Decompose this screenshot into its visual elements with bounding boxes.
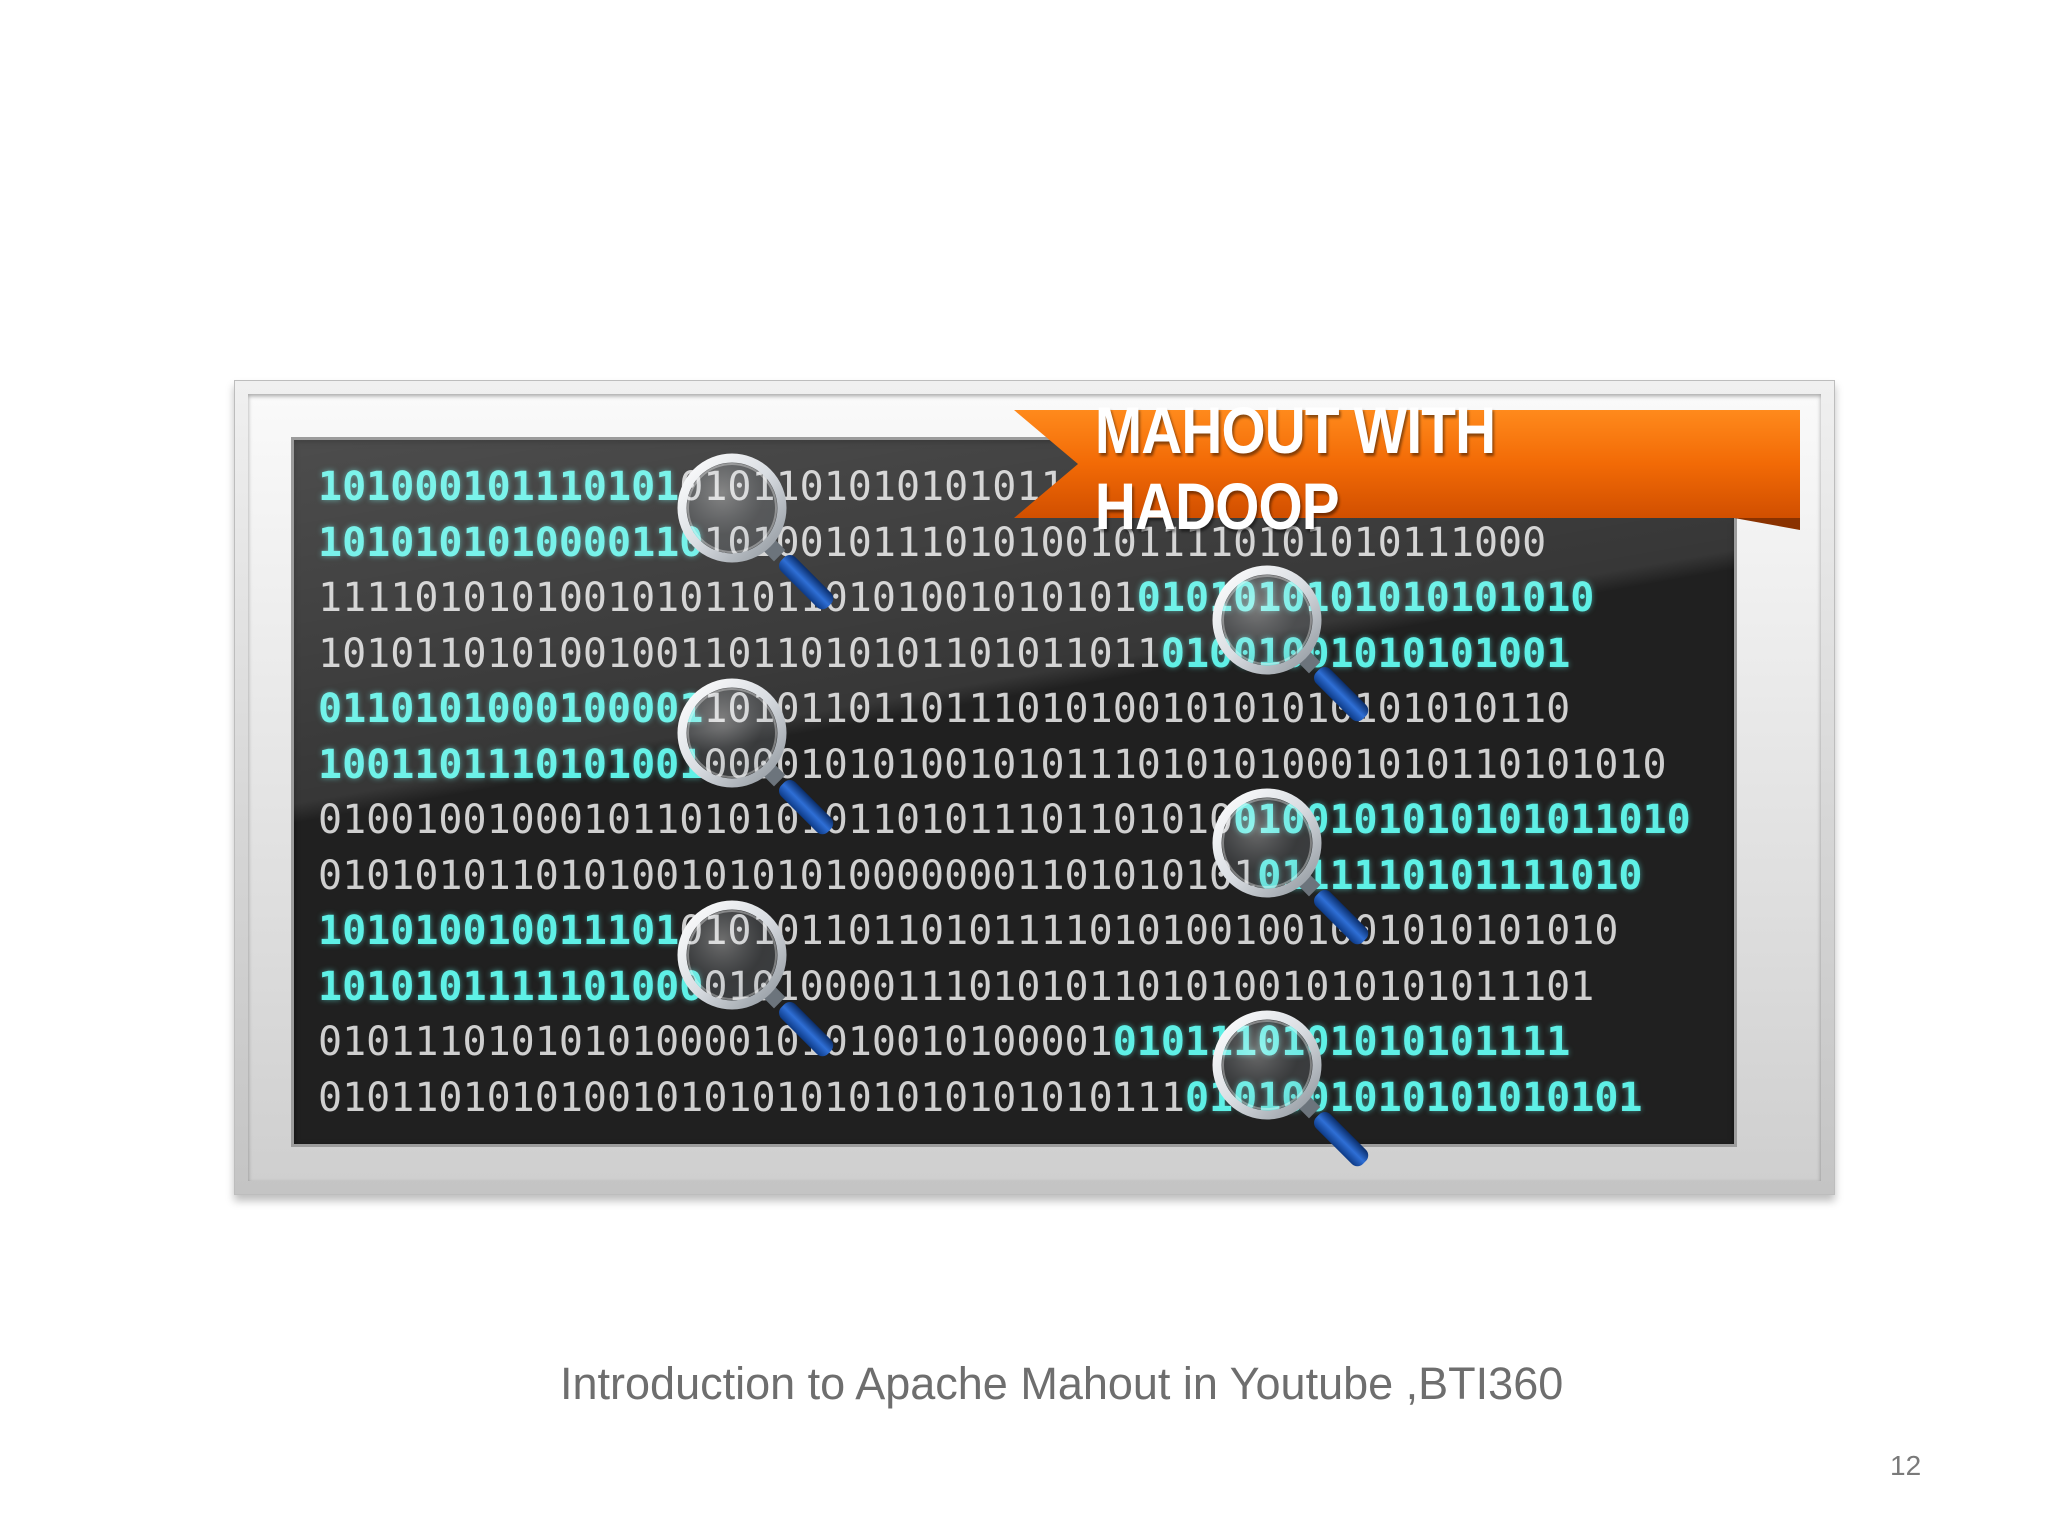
binary-segment: 010111010101010000101010010100001	[318, 1019, 1113, 1065]
binary-row: 1010100100111010101011011010111101010010…	[318, 906, 1618, 956]
magnifying-glass-icon	[1209, 1007, 1379, 1177]
magnifying-glass-icon	[674, 450, 844, 620]
binary-segment: 010110101010010101010101010101010111	[318, 1074, 1185, 1121]
binary-row: 0101101010100101010101010101010101110101…	[318, 1073, 1643, 1123]
magnifying-glass-icon	[674, 675, 844, 845]
banner-ribbon	[1014, 410, 1800, 530]
magnifying-glass-icon	[1209, 785, 1379, 955]
binary-segment: 010101011010100101010100000001101010101	[318, 852, 1258, 899]
binary-row: 1010101111101000010100001110101011010100…	[318, 962, 1594, 1012]
binary-segment-highlighted: 101010010011101	[318, 908, 680, 954]
binary-segment: 10100101110101001011110101010111000	[703, 519, 1547, 566]
magnifying-glass-icon	[674, 897, 844, 1067]
binary-row: 1001101110101001000010101001010111010101…	[318, 740, 1667, 790]
slide-caption: Introduction to Apache Mahout in Youtube…	[560, 1358, 1564, 1409]
binary-row: 0100100100010110101010110101110110101001…	[318, 795, 1691, 845]
binary-row: 1010101010000110101001011101010010111101…	[318, 518, 1546, 568]
banner-title: MAHOUT WITH HADOOP	[1094, 393, 1496, 543]
binary-row: 0101110101010100001010100101000010101110…	[318, 1017, 1570, 1067]
binary-segment-highlighted: 0110101000100001	[318, 686, 704, 732]
binary-segment: 010101101101011110101001001001010101010	[679, 908, 1619, 954]
magnifying-glass-icon	[1209, 562, 1379, 732]
binary-row: 1010110101001001101101010110101101101001…	[318, 629, 1570, 679]
title-banner: MAHOUT WITH HADOOP	[1014, 393, 1800, 543]
binary-segment-highlighted: 0101110101010101111	[1112, 1019, 1571, 1065]
binary-segment: 10101101010010011011010101101011011	[318, 630, 1161, 677]
binary-segment-highlighted: 101000101110101	[318, 464, 680, 510]
binary-segment: 11110101010010101101	[318, 575, 800, 621]
binary-segment: 0000101010010101110101010001010110101010	[703, 741, 1667, 788]
binary-segment-highlighted: 1010101010000110	[318, 519, 704, 566]
binary-segment-highlighted: 1001101110101001	[318, 741, 704, 788]
binary-row: 1111010101001010110110101001010101010101…	[318, 573, 1594, 623]
binary-segment: 101011011011101010010101010101010110	[703, 686, 1571, 732]
binary-row: 0101010110101001010101000000011010101010…	[318, 851, 1643, 901]
binary-row: 0110101000100001101011011011101010010101…	[318, 684, 1570, 734]
binary-segment: 10101001010101	[799, 575, 1137, 621]
binary-segment-highlighted: 1010101111101000	[318, 963, 704, 1010]
binary-segment: 01001001000101101010101101011101101010	[318, 797, 1234, 843]
page-number: 12	[1890, 1450, 1922, 1481]
binary-segment: 0101000011101010110101001010101011101	[703, 963, 1595, 1010]
